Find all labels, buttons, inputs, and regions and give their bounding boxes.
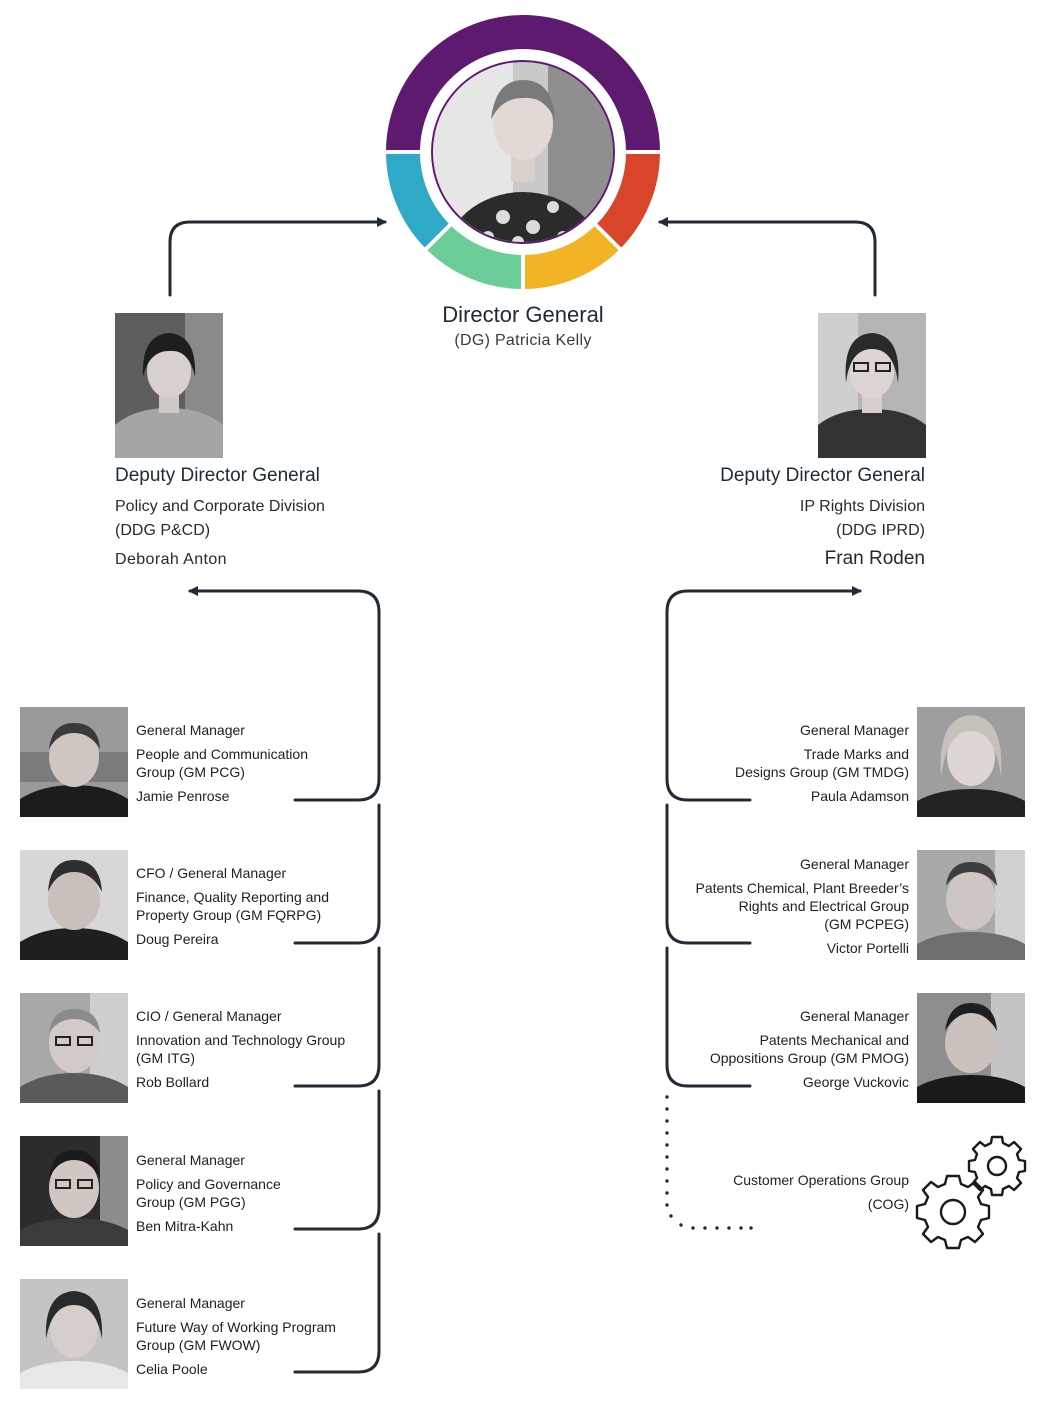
gm-fwow-group-line2: Group (GM FWOW) — [136, 1337, 261, 1353]
right-connector-2 — [665, 803, 752, 945]
gm-itg-group-line1: Innovation and Technology Group — [136, 1032, 346, 1048]
right-connector-3 — [665, 946, 752, 1088]
gm-tmdg-photo — [917, 707, 1025, 817]
ddg-right-code: (DDG IPRD) — [836, 522, 925, 539]
gm-pcpeg-role: General Manager — [800, 856, 909, 872]
ddg-right-photo — [818, 313, 926, 458]
ring-segment-red — [595, 151, 661, 249]
gm-pgg-group-line1: Policy and Governance — [136, 1176, 281, 1192]
gm-pmog-info: General Manager Patents Mechanical and O… — [669, 1007, 909, 1091]
gm-fqrpg-role: CFO / General Manager — [136, 865, 287, 881]
ddg-right-title: Deputy Director General — [720, 465, 925, 486]
gm-pcg-role: General Manager — [136, 722, 245, 738]
gm-pcg-info: General Manager People and Communication… — [136, 721, 376, 805]
ddg-left-to-dg-arrow — [168, 217, 387, 297]
gm-pmog-role: General Manager — [800, 1008, 909, 1024]
cog-line1: Customer Operations Group — [733, 1172, 909, 1188]
gm-pcpeg-name: Victor Portelli — [826, 940, 909, 956]
gears-icon — [915, 1135, 1027, 1250]
dg-portrait — [433, 62, 613, 242]
gm-fqrpg-photo — [20, 850, 128, 960]
gm-pcpeg-group-line2: Rights and Electrical Group — [738, 898, 909, 914]
gm-fwow-group-line1: Future Way of Working Program — [136, 1319, 336, 1335]
director-general-ring — [383, 15, 663, 292]
director-general-title: Director General — [442, 302, 604, 327]
cog-dotted-connector — [665, 1095, 753, 1230]
gm-pcpeg-group-line3: (GM PCPEG) — [824, 916, 909, 932]
gm-pgg-role: General Manager — [136, 1152, 245, 1168]
director-general-subtitle: (DG) Patricia Kelly — [454, 332, 592, 349]
gm-fqrpg-name: Doug Pereira — [136, 931, 219, 947]
right-group-arrow — [665, 586, 862, 802]
ring-segment-purple — [386, 15, 660, 153]
gm-pgg-info: General Manager Policy and Governance Gr… — [136, 1151, 376, 1235]
gm-tmdg-info: General Manager Trade Marks and Designs … — [669, 721, 909, 805]
gm-pmog-name: George Vuckovic — [802, 1074, 909, 1090]
gm-fwow-info: General Manager Future Way of Working Pr… — [136, 1294, 376, 1378]
gm-tmdg-name: Paula Adamson — [810, 788, 909, 804]
gm-pgg-group-line2: Group (GM PGG) — [136, 1194, 246, 1210]
gm-pgg-name: Ben Mitra-Kahn — [136, 1218, 234, 1234]
gm-itg-name: Rob Bollard — [136, 1074, 210, 1090]
gm-itg-photo — [20, 993, 128, 1103]
gm-pcpeg-photo — [917, 850, 1025, 960]
cog-info: Customer Operations Group (COG) — [669, 1171, 909, 1213]
ddg-right-name: Fran Roden — [824, 548, 925, 569]
gm-fqrpg-group-line2: Property Group (GM FQRPG) — [136, 907, 322, 923]
gm-itg-group-line2: (GM ITG) — [136, 1050, 196, 1066]
gm-fwow-role: General Manager — [136, 1295, 245, 1311]
gm-pgg-photo — [20, 1136, 128, 1246]
gm-fqrpg-info: CFO / General Manager Finance, Quality R… — [136, 864, 376, 948]
gm-itg-role: CIO / General Manager — [136, 1008, 282, 1024]
gm-tmdg-group-line1: Trade Marks and — [803, 746, 909, 762]
ddg-right-to-dg-arrow — [658, 217, 877, 297]
gm-pcpeg-group-line1: Patents Chemical, Plant Breeder’s — [695, 880, 909, 896]
ddg-left-title: Deputy Director General — [115, 465, 320, 486]
left-group-arrow — [188, 586, 381, 802]
gm-itg-info: CIO / General Manager Innovation and Tec… — [136, 1007, 376, 1091]
gm-pcg-name: Jamie Penrose — [136, 788, 230, 804]
ring-segment-yellow — [522, 224, 620, 290]
gm-pcg-group-line1: People and Communication — [136, 746, 308, 762]
gm-fwow-name: Celia Poole — [136, 1361, 208, 1377]
ddg-left-division: Policy and Corporate Division — [115, 498, 325, 515]
gm-tmdg-role: General Manager — [800, 722, 909, 738]
gm-fqrpg-group-line1: Finance, Quality Reporting and — [136, 889, 329, 905]
left-connector-4 — [293, 1089, 381, 1231]
ddg-right-division: IP Rights Division — [799, 498, 925, 515]
cog-line2: (COG) — [867, 1196, 909, 1212]
ddg-left-name: Deborah Anton — [115, 551, 227, 568]
gm-fwow-photo — [20, 1279, 128, 1389]
ddg-left-code: (DDG P&CD) — [115, 522, 211, 539]
gm-pmog-group-line2: Oppositions Group (GM PMOG) — [709, 1050, 909, 1066]
ring-segment-teal — [385, 151, 451, 249]
left-connector-3 — [293, 946, 381, 1088]
gm-pcg-group-line2: Group (GM PCG) — [136, 764, 245, 780]
gm-pcpeg-info: General Manager Patents Chemical, Plant … — [669, 855, 909, 957]
ddg-left-photo — [115, 313, 223, 458]
gm-tmdg-group-line2: Designs Group (GM TMDG) — [735, 764, 909, 780]
gm-pmog-group-line1: Patents Mechanical and — [759, 1032, 909, 1048]
gm-pcg-photo — [20, 707, 128, 817]
ring-segment-green — [426, 224, 524, 290]
gm-pmog-photo — [917, 993, 1025, 1103]
left-connector-2 — [293, 803, 381, 945]
left-connector-5 — [293, 1232, 381, 1374]
